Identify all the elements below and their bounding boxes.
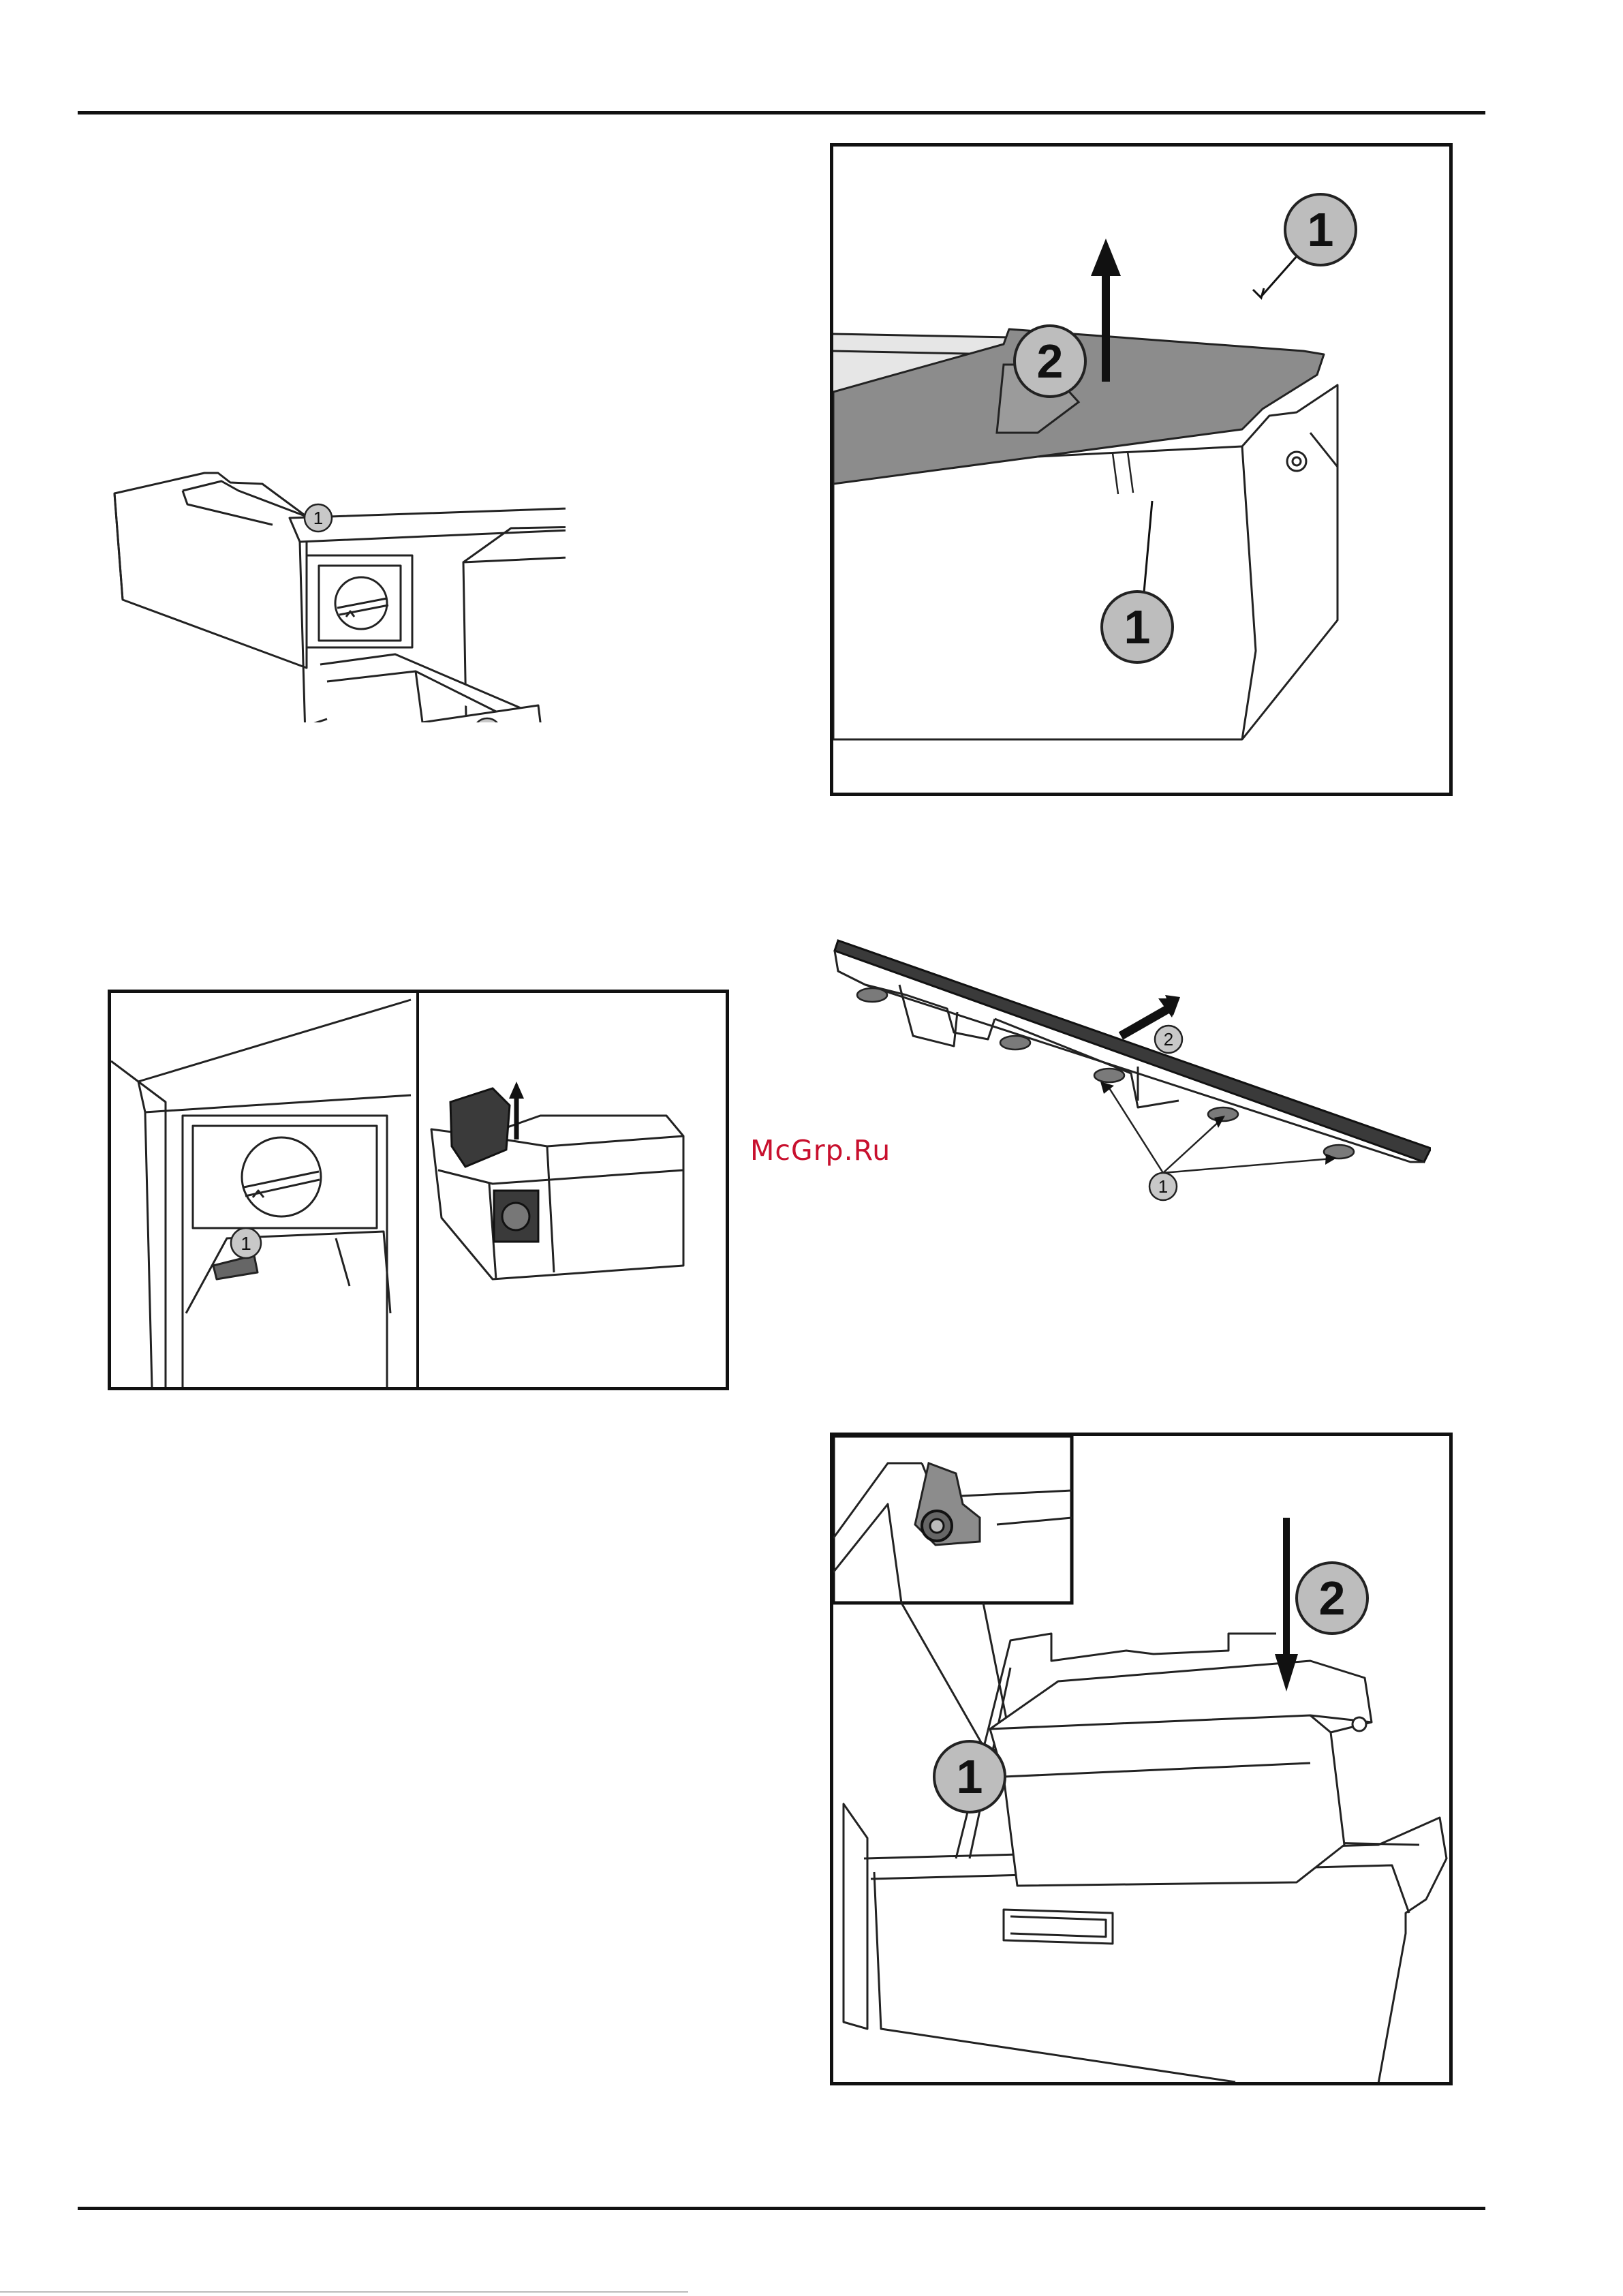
callout-2: 2 — [1037, 335, 1064, 388]
callout-2: 2 — [1319, 1572, 1346, 1625]
callout-1: 1 — [1308, 203, 1334, 256]
figure-drawer-pullout: 1 2 — [102, 463, 566, 722]
callout-1-lower: 1 — [1124, 600, 1151, 654]
footer-rule — [78, 2207, 1485, 2210]
callout-1: 1 — [957, 1750, 983, 1803]
callout-2: 2 — [1164, 1029, 1173, 1050]
callout-1: 1 — [241, 1233, 251, 1254]
callout-1: 1 — [313, 508, 323, 528]
footer-hairline — [0, 2291, 688, 2293]
figure-lid-lift: 1 2 1 — [830, 143, 1453, 796]
callout-1: 1 — [1158, 1176, 1168, 1197]
figure-insert-container: 2 1 — [830, 1433, 1453, 2085]
figure-release-button: 1 — [108, 990, 729, 1390]
figure-lid-underside: 2 1 — [824, 930, 1431, 1223]
header-rule — [78, 111, 1485, 114]
panel-divider — [416, 993, 419, 1387]
